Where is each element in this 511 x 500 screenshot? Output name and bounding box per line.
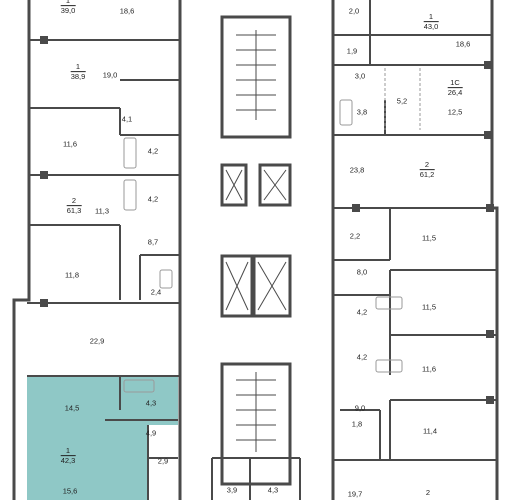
dashed-partitions xyxy=(384,68,421,130)
room-area: 1,9 xyxy=(346,46,358,56)
room-area: 11,5 xyxy=(421,233,437,243)
unit-area: 43,0 xyxy=(423,21,439,31)
unit-label: 2 xyxy=(426,489,430,497)
unit-number: 1 xyxy=(75,62,81,72)
room-area: 3,8 xyxy=(356,107,368,117)
unit-area: 61,3 xyxy=(66,205,82,215)
room-area: 4,3 xyxy=(145,398,157,408)
room-area: 11,8 xyxy=(64,270,80,280)
columns xyxy=(40,36,494,404)
room-area: 19,7 xyxy=(347,489,363,499)
unit-number: 1 xyxy=(65,0,71,6)
unit-area: 39,0 xyxy=(60,5,76,15)
room-area: 3,9 xyxy=(226,485,238,495)
room-area: 19,0 xyxy=(102,70,118,80)
room-area: 11,5 xyxy=(421,302,437,312)
room-area: 8,0 xyxy=(356,267,368,277)
room-area: 4,2 xyxy=(147,146,159,156)
room-area: 18,6 xyxy=(455,39,471,49)
room-area: 11,6 xyxy=(421,364,437,374)
unit-number: 1 xyxy=(65,446,71,456)
room-area: 3,0 xyxy=(354,71,366,81)
room-area: 14,5 xyxy=(64,403,80,413)
room-area: 4,2 xyxy=(147,194,159,204)
room-area: 18,6 xyxy=(119,6,135,16)
room-area: 1,8 xyxy=(351,419,363,429)
room-area: 8,7 xyxy=(147,237,159,247)
unit-number: 1С xyxy=(450,78,460,88)
unit-number: 2 xyxy=(425,488,431,498)
room-area: 22,9 xyxy=(89,336,105,346)
room-area: 2,2 xyxy=(349,231,361,241)
unit-area: 26,4 xyxy=(447,87,463,97)
room-area: 2,4 xyxy=(150,287,162,297)
room-area: 4,3 xyxy=(267,485,279,495)
room-area: 4,1 xyxy=(121,114,133,124)
room-area: 12,5 xyxy=(447,107,463,117)
room-area: 4,2 xyxy=(356,307,368,317)
unit-area: 38,9 xyxy=(70,71,86,81)
unit-number: 1 xyxy=(428,12,434,22)
room-area: 2,0 xyxy=(348,6,360,16)
room-area: 11,3 xyxy=(94,206,110,216)
room-area: 4,2 xyxy=(356,352,368,362)
room-area: 4,9 xyxy=(145,428,157,438)
unit-number: 2 xyxy=(424,160,430,170)
stair-details xyxy=(225,30,287,452)
room-area: 11,4 xyxy=(422,426,438,436)
room-area: 11,6 xyxy=(62,139,78,149)
room-area: 15,6 xyxy=(62,486,78,496)
room-area: 2,9 xyxy=(157,456,169,466)
unit-area: 61,2 xyxy=(419,169,435,179)
room-area: 9,0 xyxy=(354,403,366,413)
highlighted-apartment[interactable] xyxy=(27,376,178,500)
unit-number: 2 xyxy=(71,196,77,206)
unit-area: 42,3 xyxy=(60,455,76,465)
room-area: 5,2 xyxy=(396,96,408,106)
bathroom-fixtures xyxy=(123,99,403,393)
room-area: 23,8 xyxy=(349,165,365,175)
